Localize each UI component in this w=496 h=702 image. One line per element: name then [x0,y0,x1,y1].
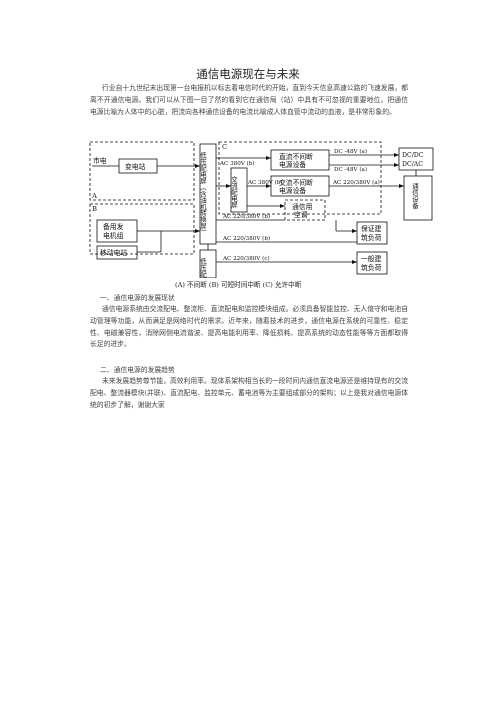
ac380-b-label-2: AC 380V (b) [247,179,283,186]
dc48-a-label-1: DC -48V (a) [334,148,367,155]
general-load-label-2: 筑负荷 [361,263,382,272]
dcdc-label: DC/DC [402,152,424,159]
lv-switch-2-label: 低压配电屏 [199,257,207,278]
dc48-a-label-2: DC -48V (a) [334,166,367,173]
mobile-station-label: 移动电站 [100,248,127,257]
aircon-label-1: 通信用 [292,202,313,211]
group-b-box [89,203,195,255]
intro-paragraph: 行业自十九世纪末出现第一台电报机以标志着电信时代的开始，直到今天信息高速公路的飞… [90,84,408,116]
group-b-label: B [92,205,97,213]
comm-equipment-label: 通信设备 [411,182,419,210]
mobile-station-box [96,245,138,260]
ac-distribution-panel [230,167,248,213]
aircon-box [284,199,326,221]
dc-ups-label-2: 电源设备 [279,160,306,169]
critical-load-box [356,221,388,245]
ac-ups-label-1: 交流不间断 [279,178,313,187]
aircon-label-2: 空调 [294,210,308,219]
dc-ups-label-1: 直流不间断 [279,152,313,161]
ac220-380-b-label-1: AC 220/380V (b) [222,213,270,220]
substation-label: 变电站 [125,162,146,171]
ac-ups-label-2: 电源设备 [279,186,306,195]
lv-switch-1-label: 低压配电屏（含油机转换屏） [199,151,207,236]
power-system-diagram: 市电 变电站 A B C 备用发 电机组 移动电站 直流不间断 电源设备 交流不… [89,141,434,278]
section2-body: 未来发展趋势尊节能，高效利用率。现体系架构相当长的一段时间内通信直流电源还是维持… [90,377,408,409]
general-load-box [356,251,388,275]
ac-panel-label: 交流配电屏 [230,175,238,210]
group-a-label: A [91,192,97,200]
ac220-380-c-label: AC 220/380V (c) [222,255,270,262]
comm-equipment-box [403,175,433,221]
mains-label: 市电 [93,156,107,165]
group-c-label: C [222,143,227,151]
group-c-box [218,141,382,215]
dcac-label: DC/AC [402,161,423,168]
dc-ups-box [270,149,330,171]
backup-gen-label-2: 电机组 [103,231,124,240]
critical-load-label-2: 筑负荷 [361,233,382,242]
section1-heading: 一、通信电源的发展现状 [100,294,175,302]
figure-caption: (A) 不间断 (B) 可短时间中断 (C) 允许中断 [175,281,302,289]
section1-body: 通信电源系统由交流配电、整流柜、直流配电和监控模块组成。必须具备智能监控、无人值… [90,305,408,349]
ac220-380-b-label-2: AC 220/380V (b) [222,235,270,242]
document-title: 通信电源现在与未来 [196,67,300,81]
group-a-box [89,141,195,201]
section2-heading: 二、通信电源的发展趋势 [100,366,175,374]
critical-load-label-1: 保证建 [361,224,382,233]
ac380-b-label-1: AC 380V (b) [219,160,255,167]
backup-gen-label-1: 备用发 [103,222,124,231]
ac220-380-a-label: AC 220/380V (a) [332,179,380,186]
general-load-label-1: 一般建 [361,254,382,263]
